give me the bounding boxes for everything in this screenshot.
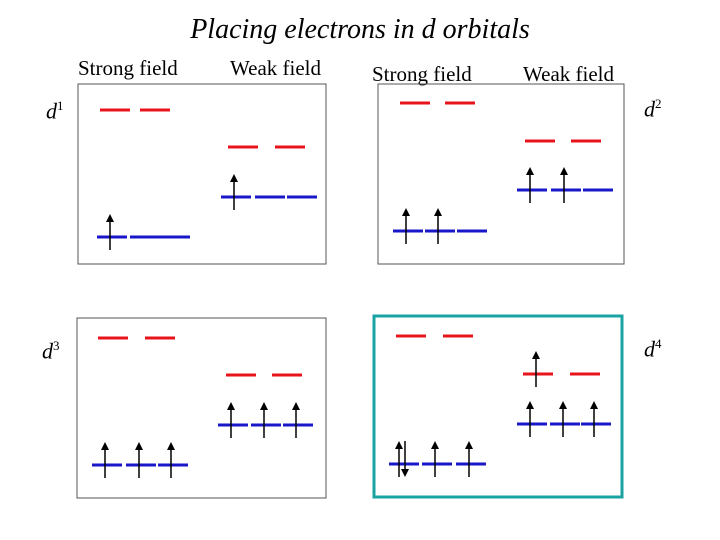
panel-d3-strong-lower-2-spin-up-head: [135, 442, 143, 450]
panel-d3-weak-lower-2-spin-up-head: [260, 402, 268, 410]
panel-d4-strong-lower-3-spin-up-head: [465, 441, 473, 449]
panel-d2-strong-lower-2-spin-up-head: [434, 208, 442, 216]
page-title: Placing electrons in d orbitals: [190, 14, 530, 45]
panel-d4-weak-lower-1-spin-up-head: [526, 401, 534, 409]
panel-d4-strong-lower-1-spin-up-head: [395, 441, 403, 449]
panel-d2-strong-lower-1-spin-up-head: [402, 208, 410, 216]
label-d1: d1: [46, 98, 64, 124]
panel-d1-weak-lower-1-spin-up-head: [230, 174, 238, 182]
label-d4: d4: [644, 336, 662, 362]
panel-d3: [76, 317, 327, 499]
panel-d4-weak-lower-2-spin-up-head: [559, 401, 567, 409]
panel-d4-weak-upper-1-spin-up-head: [532, 351, 540, 359]
panel-d4: [372, 314, 624, 499]
panel-d2-weak-lower-1-spin-up-head: [526, 167, 534, 175]
panel-d4-weak-lower-3-spin-up-head: [590, 401, 598, 409]
header-weak-field-right: Weak field: [523, 62, 615, 86]
panel-d1-strong-lower-1-spin-up-head: [106, 214, 114, 222]
panel-d2-weak-lower-2-spin-up-head: [560, 167, 568, 175]
header-strong-field-left: Strong field: [78, 56, 178, 80]
panel-d3-strong-lower-3-spin-up-head: [167, 442, 175, 450]
panel-d2: [377, 83, 625, 265]
label-d2: d2: [644, 96, 662, 122]
header-weak-field-left: Weak field: [230, 56, 322, 80]
panel-d1: [77, 83, 327, 265]
panel-d3-strong-lower-1-spin-up-head: [101, 442, 109, 450]
label-d3: d3: [42, 338, 60, 364]
panel-d3-weak-lower-3-spin-up-head: [292, 402, 300, 410]
panel-d3-weak-lower-1-spin-up-head: [227, 402, 235, 410]
header-strong-field-right: Strong field: [372, 62, 472, 86]
panel-d4-strong-lower-1-spin-down-head: [401, 469, 409, 477]
panel-d4-strong-lower-2-spin-up-head: [431, 441, 439, 449]
